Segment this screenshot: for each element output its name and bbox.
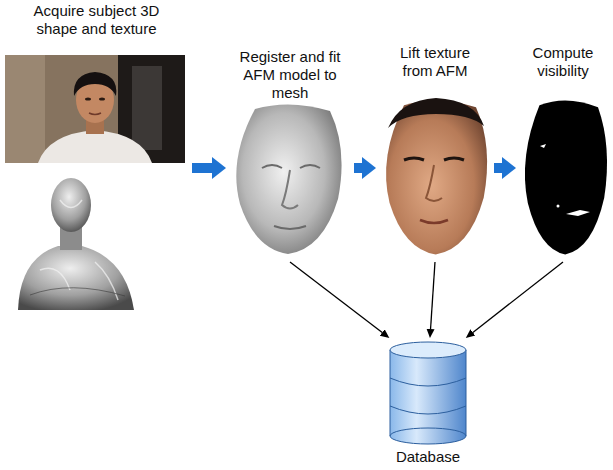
visibility-mask (525, 100, 607, 254)
afm-mesh (236, 104, 341, 254)
store-line (431, 262, 435, 329)
store-line (290, 262, 382, 333)
flow-arrow (192, 163, 212, 173)
scan-mesh (18, 178, 134, 310)
database-node: Database (380, 338, 476, 466)
texture-face (386, 98, 487, 255)
stage-label: Database (380, 448, 476, 466)
stage-heading: Compute visibility (518, 44, 608, 258)
stage-label: Lift texture from AFM (387, 44, 483, 80)
store-line (473, 262, 563, 332)
stage-heading: Lift texture from AFM (378, 44, 492, 258)
database-cylinder (390, 342, 466, 444)
stage-label: Compute visibility (519, 44, 607, 80)
stage-heading: Register and fit AFM model to mesh (228, 48, 352, 258)
stage-heading: Acquire subject 3D shape and texture (3, 2, 190, 316)
subject-photo (5, 55, 185, 163)
stage-label: Register and fit AFM model to mesh (237, 48, 343, 102)
flow-arrow (354, 163, 362, 173)
flow-arrow (494, 163, 502, 173)
stage-label: Acquire subject 3D shape and texture (22, 2, 172, 38)
